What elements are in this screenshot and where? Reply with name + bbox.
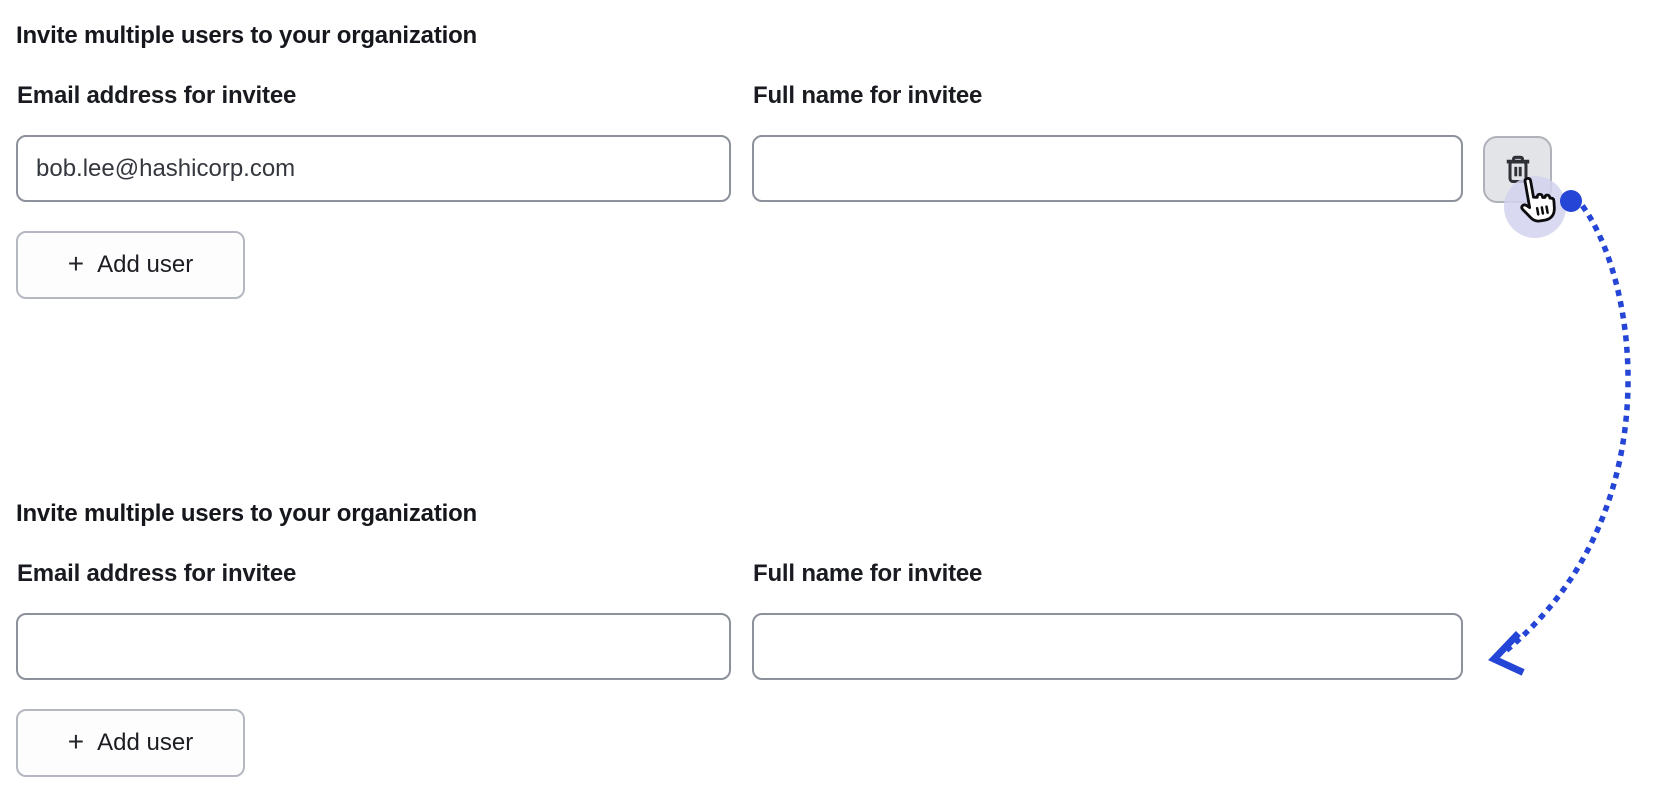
- add-user-button[interactable]: + Add user: [16, 709, 245, 777]
- fullname-field[interactable]: [752, 613, 1463, 680]
- plus-icon: +: [67, 726, 85, 757]
- invite-form-after: Invite multiple users to your organizati…: [16, 500, 1664, 790]
- fullname-label: Full name for invitee: [753, 82, 983, 109]
- add-user-label: Add user: [97, 729, 194, 756]
- email-field[interactable]: [16, 135, 731, 202]
- delete-row-button[interactable]: [1483, 136, 1552, 203]
- fullname-label: Full name for invitee: [753, 560, 983, 587]
- section-heading: Invite multiple users to your organizati…: [16, 500, 477, 527]
- add-user-button[interactable]: + Add user: [16, 231, 245, 299]
- email-field[interactable]: [16, 613, 731, 680]
- fullname-field[interactable]: [752, 135, 1463, 202]
- email-label: Email address for invitee: [17, 560, 297, 587]
- email-label: Email address for invitee: [17, 82, 297, 109]
- trash-icon: [1502, 153, 1534, 187]
- add-user-label: Add user: [97, 251, 194, 278]
- plus-icon: +: [67, 248, 85, 279]
- section-heading: Invite multiple users to your organizati…: [16, 22, 477, 49]
- invite-form-before: Invite multiple users to your organizati…: [16, 22, 1664, 312]
